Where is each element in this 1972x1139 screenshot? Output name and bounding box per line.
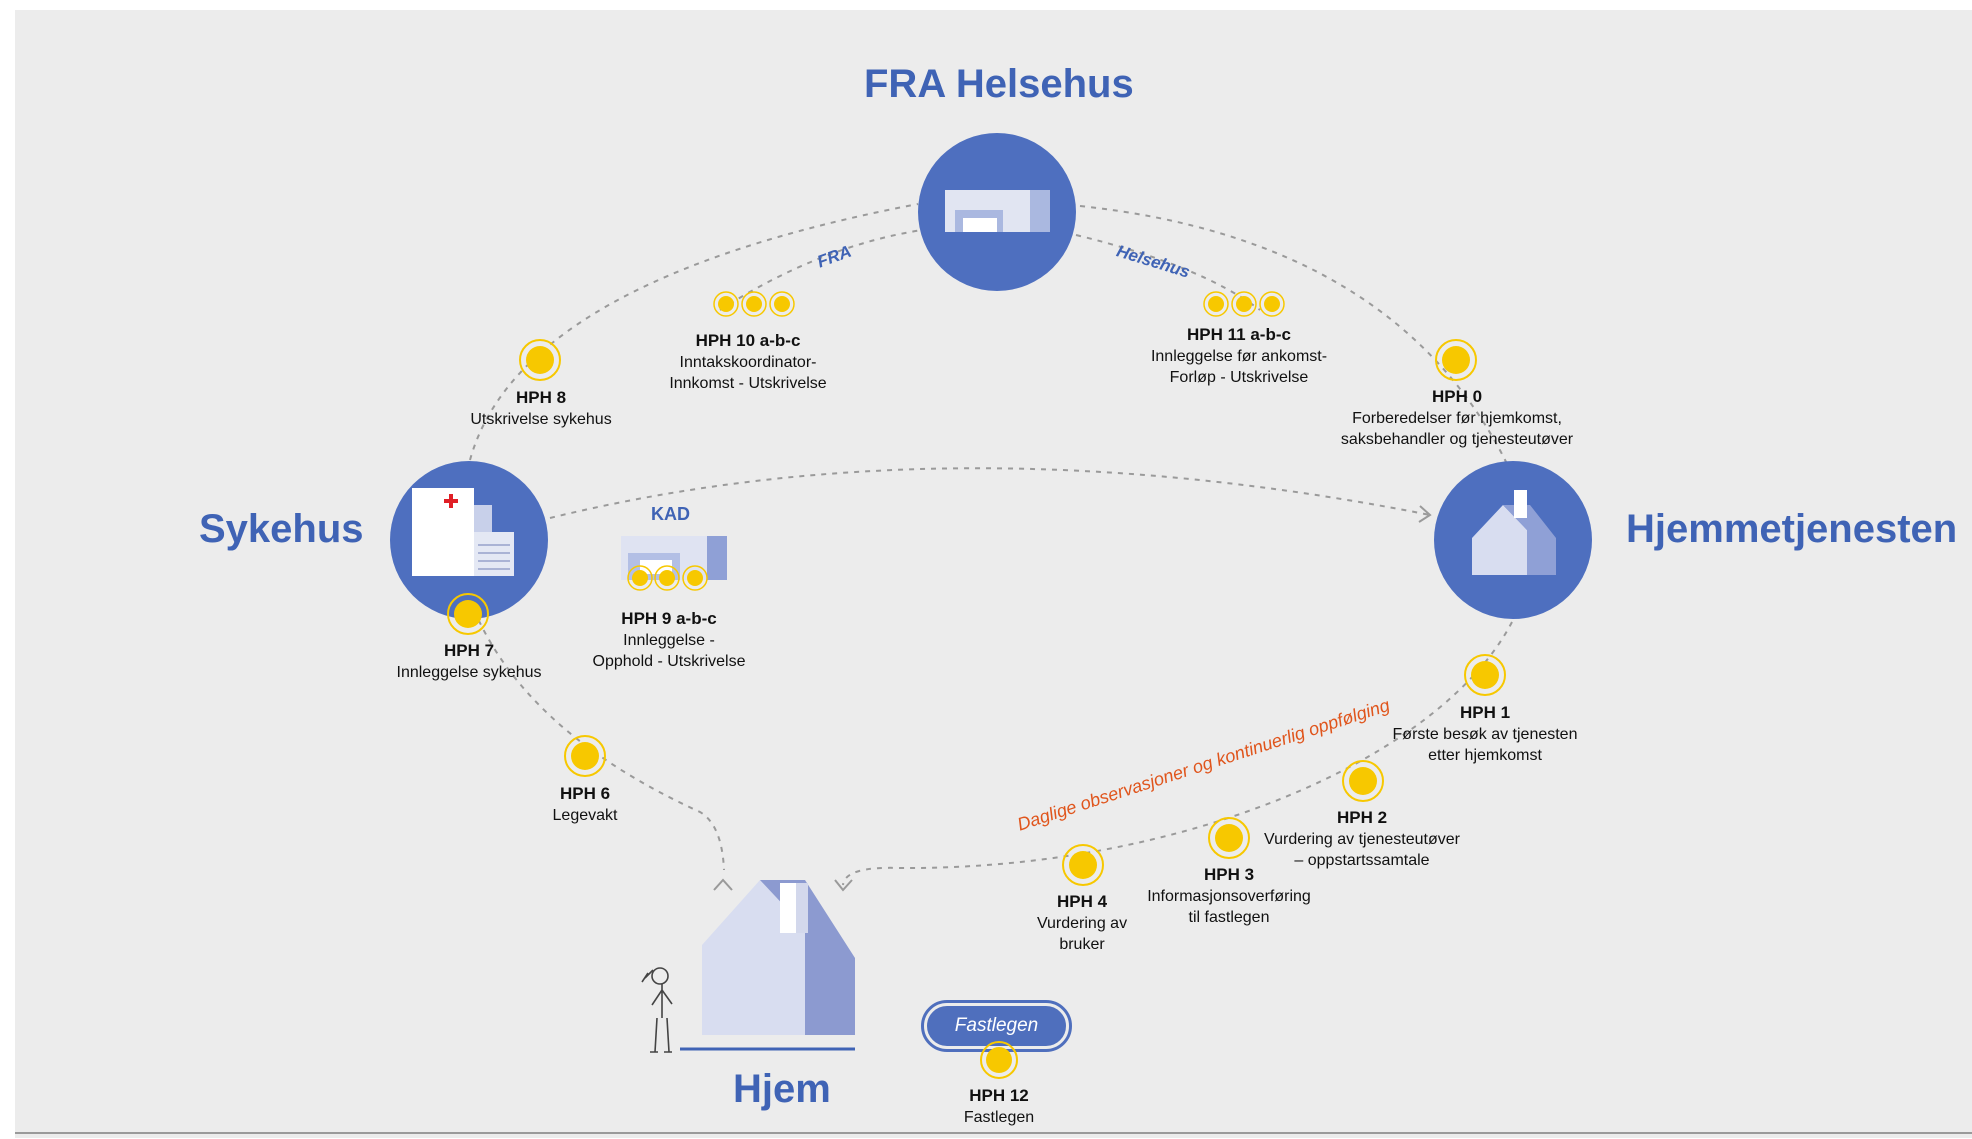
label-hph2: HPH 2 Vurdering av tjenesteutøver – opps… [1264, 808, 1460, 869]
kad-label: KAD [651, 504, 690, 524]
person-icon [641, 967, 673, 1053]
marker-hph1 [1464, 654, 1506, 696]
marker-hph2 [1342, 760, 1384, 802]
path-hjemmetjenesten-to-hjem [842, 621, 1513, 886]
arrowhead-hjem-right [834, 879, 853, 892]
marker-hph8 [519, 339, 561, 381]
hub-title-hjemmetjenesten: Hjemmetjenesten [1626, 507, 1958, 551]
label-hph6: HPH 6 Legevakt [552, 784, 618, 824]
hub-title-fra-helsehus: FRA Helsehus [864, 62, 1134, 106]
hjem-house-icon [680, 880, 855, 1051]
hub-title-sykehus: Sykehus [199, 507, 364, 551]
label-hph12: HPH 12 Fastlegen [963, 1086, 1035, 1126]
house-icon [1434, 461, 1592, 619]
label-hph0: HPH 0 Forberedelser før hjemkomst, saksb… [1340, 387, 1574, 448]
path-inner-fra [719, 229, 923, 311]
label-hph11: HPH 11 a-b-c Innleggelse før ankomst- Fo… [1150, 325, 1328, 386]
label-hph8: HPH 8 Utskrivelse sykehus [470, 388, 612, 428]
markers-hph10 [713, 291, 795, 317]
label-hph1: HPH 1 Første besøk av tjenesten etter hj… [1392, 703, 1578, 764]
path-sykehus-to-hjemmetjenesten [549, 467, 1431, 519]
path-sykehus-to-helsehus [469, 203, 919, 461]
label-hph4: HPH 4 Vurdering av bruker [1036, 892, 1128, 953]
label-hph3: HPH 3 Informasjonsoverføring til fastleg… [1147, 865, 1311, 926]
label-hph7: HPH 7 Innleggelse sykehus [396, 641, 542, 681]
label-hph9: HPH 9 a-b-c Innleggelse - Opphold - Utsk… [592, 609, 746, 670]
marker-hph7 [447, 593, 489, 635]
marker-hph4 [1062, 844, 1104, 886]
bottom-divider [15, 1132, 1972, 1134]
marker-hph3 [1208, 817, 1250, 859]
hub-title-hjem: Hjem [733, 1067, 831, 1111]
marker-hph0 [1435, 339, 1477, 381]
marker-hph12 [980, 1041, 1018, 1079]
arrowhead-hjemmetjenesten [1418, 505, 1432, 523]
hospital-icon [390, 461, 548, 619]
markers-hph11 [1203, 291, 1285, 317]
marker-hph6 [564, 735, 606, 777]
arrowhead-hjem-left [713, 878, 733, 891]
helsehus-building-icon [918, 133, 1076, 291]
label-hph10: HPH 10 a-b-c Inntakskoordinator- Innkoms… [669, 331, 827, 392]
